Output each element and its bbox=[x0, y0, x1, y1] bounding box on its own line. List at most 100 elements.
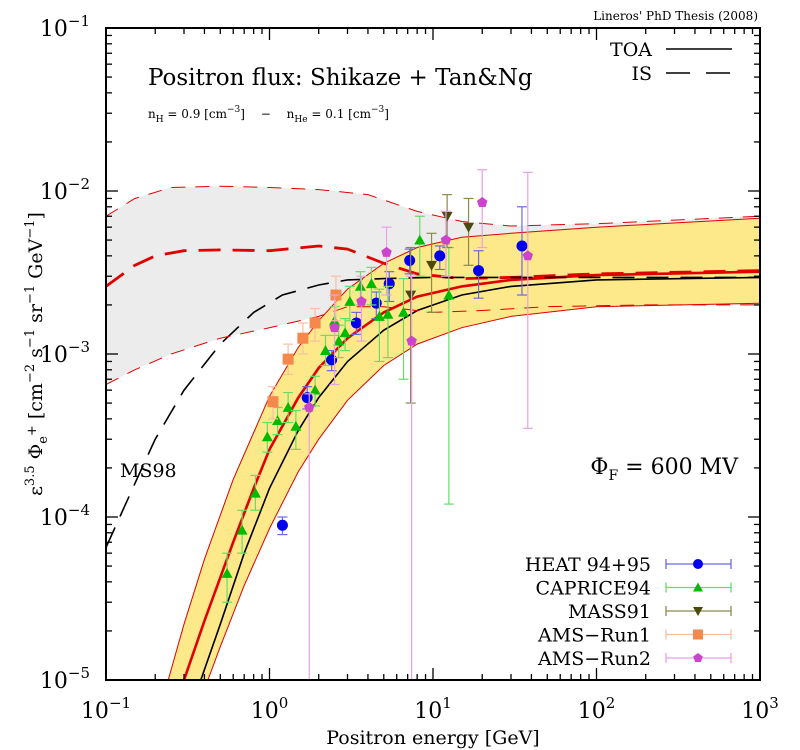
x-tick-label: 10−1 bbox=[81, 694, 131, 724]
square-marker-icon bbox=[693, 629, 703, 640]
pentagon-marker-icon bbox=[304, 401, 315, 412]
square-marker-icon bbox=[309, 317, 321, 329]
curve-is-band-upper bbox=[106, 185, 760, 227]
y-tick-label: 10−5 bbox=[40, 664, 90, 694]
error-bar bbox=[304, 393, 315, 680]
error-bar bbox=[382, 285, 393, 359]
error-bar bbox=[381, 226, 392, 296]
square-marker-icon bbox=[282, 353, 294, 365]
x-tick-label: 102 bbox=[578, 694, 616, 724]
triangle-down-marker-icon bbox=[405, 290, 417, 301]
circle-marker-icon bbox=[383, 278, 395, 290]
triangle-up-marker-icon bbox=[309, 384, 321, 395]
circle-marker-icon bbox=[301, 392, 313, 404]
circle-marker-icon bbox=[350, 317, 362, 329]
triangle-up-marker-icon bbox=[373, 310, 385, 321]
legend-label: AMS−Run2 bbox=[537, 648, 651, 670]
legend-is-label: IS bbox=[631, 63, 652, 85]
legend-label: CAPRICE94 bbox=[536, 578, 651, 600]
error-bar bbox=[374, 288, 385, 363]
circle-marker-icon bbox=[326, 354, 338, 366]
error-bar bbox=[477, 169, 488, 249]
data-points bbox=[221, 169, 533, 680]
plot-area bbox=[106, 169, 760, 680]
legend-label: AMS−Run1 bbox=[537, 625, 651, 647]
error-bar bbox=[426, 232, 437, 313]
triangle-up-marker-icon bbox=[261, 431, 273, 442]
curve-toa-band-lower bbox=[207, 302, 760, 680]
curve-is-median bbox=[106, 244, 760, 288]
chart-title: Positron flux: Shikaze + Tan&Ng bbox=[148, 65, 533, 91]
triangle-up-marker-icon bbox=[282, 401, 294, 412]
data-legend: HEAT 94+95CAPRICE94MASS91AMS−Run1AMS−Run… bbox=[525, 554, 732, 670]
triangle-up-marker-icon bbox=[249, 487, 261, 498]
y-axis-label: ε3.5 Φe+ [cm−2 s−1 sr−1 GeV−1] bbox=[23, 212, 51, 496]
triangle-up-marker-icon bbox=[344, 295, 356, 306]
triangle-down-marker-icon bbox=[426, 260, 438, 271]
credit-text: Lineros' PhD Thesis (2008) bbox=[593, 9, 758, 23]
series-caprice94 bbox=[221, 215, 455, 603]
axis-ticks bbox=[105, 28, 760, 681]
series-ams-run2 bbox=[304, 169, 533, 680]
triangle-up-marker-icon bbox=[333, 335, 345, 346]
ms98-annotation: MS98 bbox=[120, 460, 177, 482]
phi-f-annotation: ΦF = 600 MV bbox=[590, 455, 739, 484]
square-marker-icon bbox=[297, 332, 309, 344]
y-tick-label: 10−1 bbox=[40, 12, 90, 42]
pentagon-marker-icon bbox=[522, 250, 533, 261]
pentagon-marker-icon bbox=[693, 653, 703, 662]
legend-label: MASS91 bbox=[568, 601, 651, 623]
y-tick-label: 10−3 bbox=[40, 338, 90, 368]
curve-is-ms98 bbox=[106, 276, 760, 548]
x-tick-label: 101 bbox=[414, 694, 452, 724]
x-tick-label: 103 bbox=[741, 694, 779, 724]
circle-marker-icon bbox=[434, 250, 446, 262]
pentagon-marker-icon bbox=[477, 197, 488, 207]
series-mass91 bbox=[405, 194, 475, 404]
triangle-up-marker-icon bbox=[354, 280, 366, 291]
pentagon-marker-icon bbox=[356, 296, 367, 306]
legend-label: HEAT 94+95 bbox=[525, 554, 651, 576]
circle-marker-icon bbox=[276, 519, 288, 531]
y-tick-label: 10−4 bbox=[40, 501, 90, 531]
error-bar bbox=[356, 275, 367, 342]
error-bar bbox=[398, 278, 409, 380]
legend-toa-label: TOA bbox=[610, 39, 652, 61]
pentagon-marker-icon bbox=[406, 335, 417, 346]
triangle-up-marker-icon bbox=[693, 582, 703, 592]
square-marker-icon bbox=[267, 396, 279, 408]
triangle-up-marker-icon bbox=[382, 308, 394, 319]
triangle-down-marker-icon bbox=[693, 607, 703, 616]
triangle-up-marker-icon bbox=[414, 234, 426, 245]
triangle-up-marker-icon bbox=[365, 278, 377, 289]
chart-subtitle: nH = 0.9 [cm−3] − nHe = 0.1 [cm−3] bbox=[148, 105, 389, 125]
circle-marker-icon bbox=[404, 254, 416, 266]
circle-marker-icon bbox=[370, 297, 382, 309]
x-tick-label: 100 bbox=[251, 694, 289, 724]
circle-marker-icon bbox=[516, 240, 528, 252]
error-bar bbox=[522, 171, 533, 429]
triangle-up-marker-icon bbox=[290, 420, 302, 431]
circle-marker-icon bbox=[693, 559, 703, 569]
circle-marker-icon bbox=[473, 265, 485, 277]
pentagon-marker-icon bbox=[381, 246, 392, 257]
x-axis-label: Positron energy [GeV] bbox=[326, 727, 539, 749]
toa-uncertainty-band bbox=[168, 218, 760, 680]
pentagon-marker-icon bbox=[329, 322, 340, 333]
y-tick-label: 10−2 bbox=[40, 175, 90, 205]
triangle-up-marker-icon bbox=[236, 524, 248, 535]
error-bar bbox=[405, 246, 416, 404]
pentagon-marker-icon bbox=[440, 234, 452, 245]
error-bar bbox=[329, 294, 340, 386]
triangle-up-marker-icon bbox=[319, 345, 331, 355]
triangle-up-marker-icon bbox=[339, 327, 351, 338]
triangle-down-marker-icon bbox=[463, 222, 475, 233]
axis-tick-labels: 10−1 100 101 102 103 10−1 10−2 10−3 10−4 10−5 bbox=[40, 12, 779, 724]
curve-toa-median bbox=[182, 270, 760, 680]
triangle-up-marker-icon bbox=[272, 415, 284, 426]
triangle-up-marker-icon bbox=[221, 568, 233, 578]
line-legend: TOA IS bbox=[610, 39, 732, 85]
triangle-up-marker-icon bbox=[443, 289, 455, 300]
triangle-up-marker-icon bbox=[397, 306, 409, 317]
